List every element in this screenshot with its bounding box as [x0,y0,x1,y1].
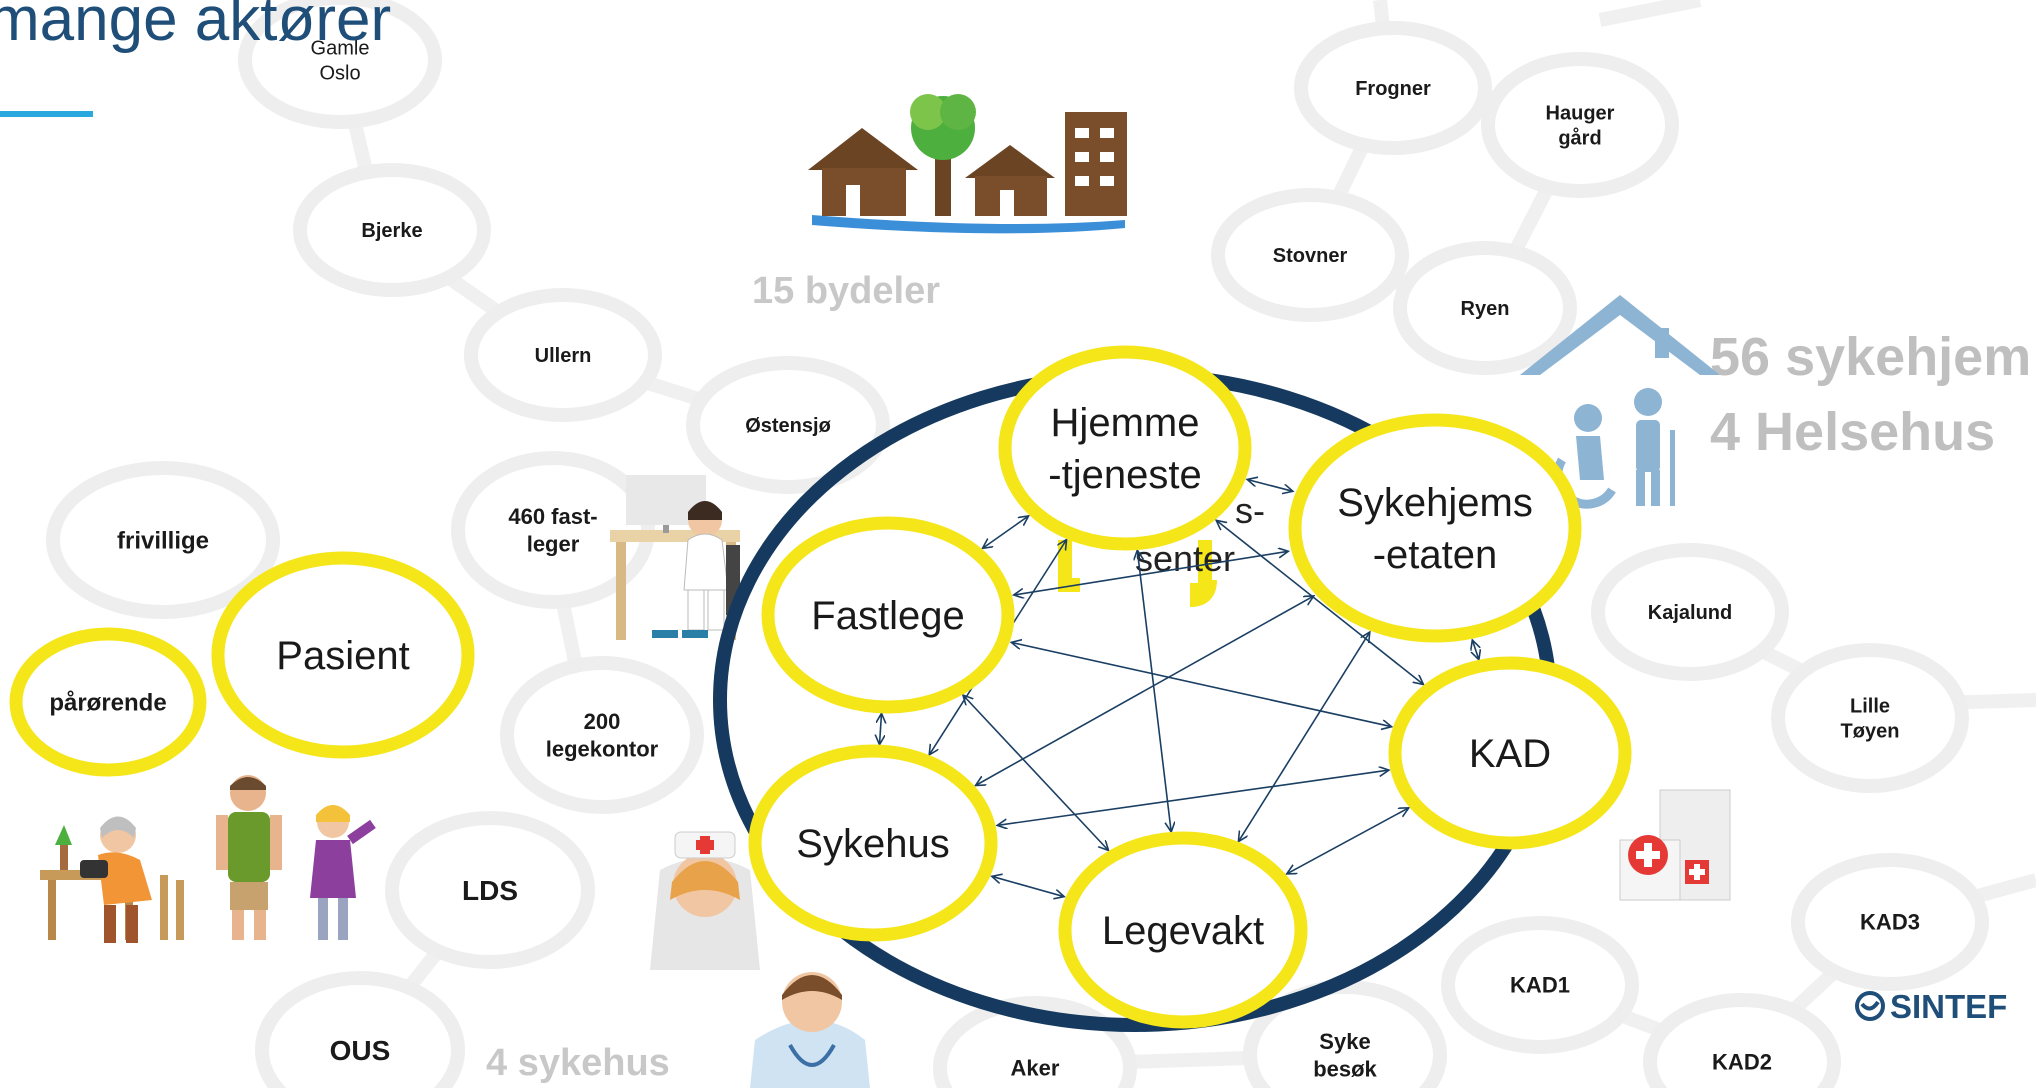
arrow-hjemmetjeneste-sykehjemsetaten [1247,480,1293,492]
bg-node-label-lds: LDS [462,875,518,906]
arrow-fastlege-sykehus [880,713,882,744]
bg-node-ring-gamle-oslo [238,0,442,129]
count-bydeler: 15 bydeler [752,270,940,312]
bg-node-label-frogner: Frogner [1355,78,1431,100]
town-icon [808,94,1127,234]
nurse-icon [650,831,760,970]
arrow-sykehjemsetaten-kad [1472,640,1479,660]
bg-node-ring-bjerke [293,163,491,297]
count-helsehus: 4 Helsehus [1710,402,1995,462]
patient-node-ring-parorende [9,627,207,777]
count-sykehus: 4 sykehus [486,1042,670,1084]
hub-nodes: Hjemme-tjenesteSykehjems-etatenFastlegeK… [748,345,1632,1029]
bg-node-ring-kad2 [1643,993,1841,1088]
hub-node-label-legevakt: Legevakt [1102,909,1264,953]
bg-node-ring-frogner [1294,21,1492,155]
bg-node-ring-ullern [464,288,662,422]
patient-node-ring-pasient [211,551,475,759]
bg-node-label-ostensjo: Østensjø [745,415,831,437]
bg-node-ring-kad3 [1791,853,1989,991]
bg-node-label-ous: OUS [330,1035,391,1066]
bg-node-label-kad3: KAD3 [1860,910,1920,935]
hub-node-label-hjemmetjeneste: Hjemme-tjeneste [1048,401,1201,497]
bg-node-label-ryen: Ryen [1461,298,1510,320]
arrow-fastlege-hjemmetjeneste [983,516,1029,549]
bg-node-ring-frivillige [46,461,280,619]
bg-node-ring-haugergard [1481,52,1679,198]
bg-node-label-kad1: KAD1 [1510,973,1570,998]
hub-node-ring-fastlege [761,516,1015,714]
bg-node-label-kad2: KAD2 [1712,1050,1772,1075]
arrow-sykehus-legevakt [992,876,1064,896]
background-rings [46,0,1989,1088]
bg-node-ring-lille-toyen [1771,643,1969,793]
doctor-icon [750,972,870,1088]
bg-node-ring-ous [255,971,465,1088]
bg-node-ring-ryen [1393,241,1577,375]
bg-node-ring-kajalund [1591,543,1789,681]
hub-node-label-sykehus: Sykehus [796,822,949,866]
hub-node-ring-sykehjemsetaten [1288,413,1582,643]
arrow-fastlege-kad [1011,642,1391,726]
bg-node-label-bjerke: Bjerke [361,220,422,242]
patient-node-label-pasient: Pasient [276,634,409,678]
hub-node-label-sykehjemsetaten: Sykehjems-etaten [1337,481,1533,577]
girl-icon [310,805,376,940]
elderly-person-icon [40,816,184,943]
hub-node-label-kad: KAD [1469,732,1551,776]
hub-node-label-fastlege: Fastlege [811,594,964,638]
bg-node-ring-lds [385,811,595,969]
bg-node-label-aker: Aker [1011,1056,1060,1081]
hub-node-ring-kad [1388,656,1632,850]
patient-node-label-parorende: pårørende [49,689,166,716]
connection-arrows [880,480,1479,897]
bg-node-ring-ostensjo [686,356,890,494]
bg-node-ring-kad1 [1441,916,1639,1054]
hospital-building-icon [1619,789,1731,901]
patient-nodes: Pasient pårørende [9,551,475,777]
count-sykehjem: 56 sykehjem [1710,327,2031,387]
arrow-sykehjemsetaten-legevakt [1238,632,1369,842]
title-underline [0,111,93,117]
sintef-logo-text: SINTEF [1890,988,2007,1025]
doctor-desk-icon [610,475,740,640]
bg-node-ring-legekontor [500,656,704,814]
bg-node-label-fastleger: 460 fast-leger [508,504,597,557]
arrow-sykehjemsetaten-sykehus [976,596,1314,786]
arrow-kad-hjemmetjeneste [1216,520,1423,684]
sintef-logo: SINTEF [1855,988,2007,1025]
bg-node-label-frivillige: frivillige [117,527,209,554]
arrow-sykehus-kad [997,770,1389,825]
man-icon [216,775,282,940]
bg-node-label-stovner: Stovner [1273,245,1348,267]
hub-node-ring-legevakt [1058,831,1308,1029]
bg-node-label-kajalund: Kajalund [1648,602,1732,624]
hub-node-ring-hjemmetjeneste [998,345,1252,551]
bg-node-label-ullern: Ullern [535,345,592,367]
arrow-kad-legevakt [1287,808,1409,874]
slide-title: mange aktører [0,0,391,54]
bg-node-ring-stovner [1211,188,1409,322]
hub-node-ring-sykehus [748,744,998,942]
